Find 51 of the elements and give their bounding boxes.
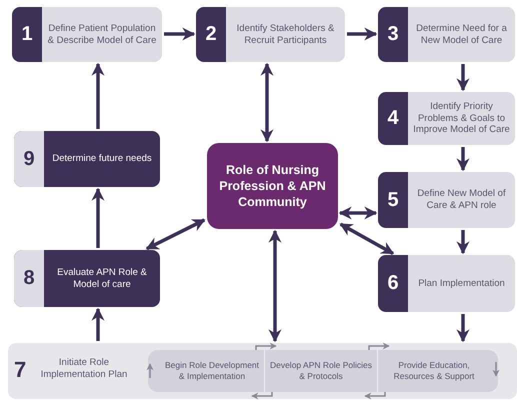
step-text: Define New Model of Care & APN role (416, 188, 507, 212)
arrow (456, 314, 470, 342)
arrow (92, 62, 104, 129)
step-number: 3 (378, 7, 408, 62)
sub-step-text: Begin Role Development & Implementation (164, 360, 260, 382)
arrow (268, 230, 282, 342)
step-number: 4 (378, 92, 408, 145)
step-box (14, 131, 160, 187)
step-box (378, 255, 515, 312)
step-text: Initiate Role Implementation Plan (40, 357, 128, 381)
arrow (255, 342, 277, 350)
step-text: Determine future needs (52, 153, 152, 165)
arrow (260, 62, 274, 142)
step-number: 5 (378, 172, 408, 228)
arrow (364, 392, 386, 400)
step-text: Identify Priority Problems & Goals to Improve Model of Care (413, 100, 510, 136)
arrow (347, 28, 378, 40)
arrow (456, 230, 470, 254)
arrow (92, 308, 104, 341)
arrow (92, 188, 104, 248)
step-box (378, 92, 515, 145)
step-box (12, 7, 162, 62)
step-text: Determine Need for a New Model of Care (415, 22, 508, 46)
arrow (146, 218, 206, 250)
step-band (8, 343, 517, 399)
arrow (456, 147, 470, 172)
step-number: 1 (12, 7, 42, 62)
step-number: 2 (196, 7, 226, 62)
sub-step-panel (148, 350, 498, 392)
step-number: 8 (14, 250, 44, 307)
sub-step-text: Provide Education, Resources & Support (392, 360, 476, 382)
step-box (196, 7, 345, 62)
arrow (164, 28, 196, 40)
step-box (378, 172, 515, 228)
center-box (207, 143, 338, 229)
arrow (368, 342, 390, 350)
center-text: Role of Nursing Profession & APN Community (218, 162, 327, 210)
step-number: 7 (14, 357, 26, 383)
step-number: 6 (378, 255, 408, 312)
arrow (339, 222, 394, 256)
arrow (456, 64, 470, 92)
step-box (378, 7, 515, 62)
step-text: Evaluate APN Role & Model of care (56, 266, 148, 290)
step-box (14, 250, 160, 307)
step-text: Plan Implementation (418, 278, 505, 290)
arrow (338, 206, 378, 220)
arrow (251, 392, 273, 400)
step-number: 9 (14, 131, 44, 187)
step-text: Identify Stakeholders & Recruit Participants (236, 22, 336, 46)
sub-step-text: Develop APN Role Policies & Protocols (268, 360, 374, 382)
step-text: Define Patient Population & Describe Model of Care (47, 22, 157, 46)
